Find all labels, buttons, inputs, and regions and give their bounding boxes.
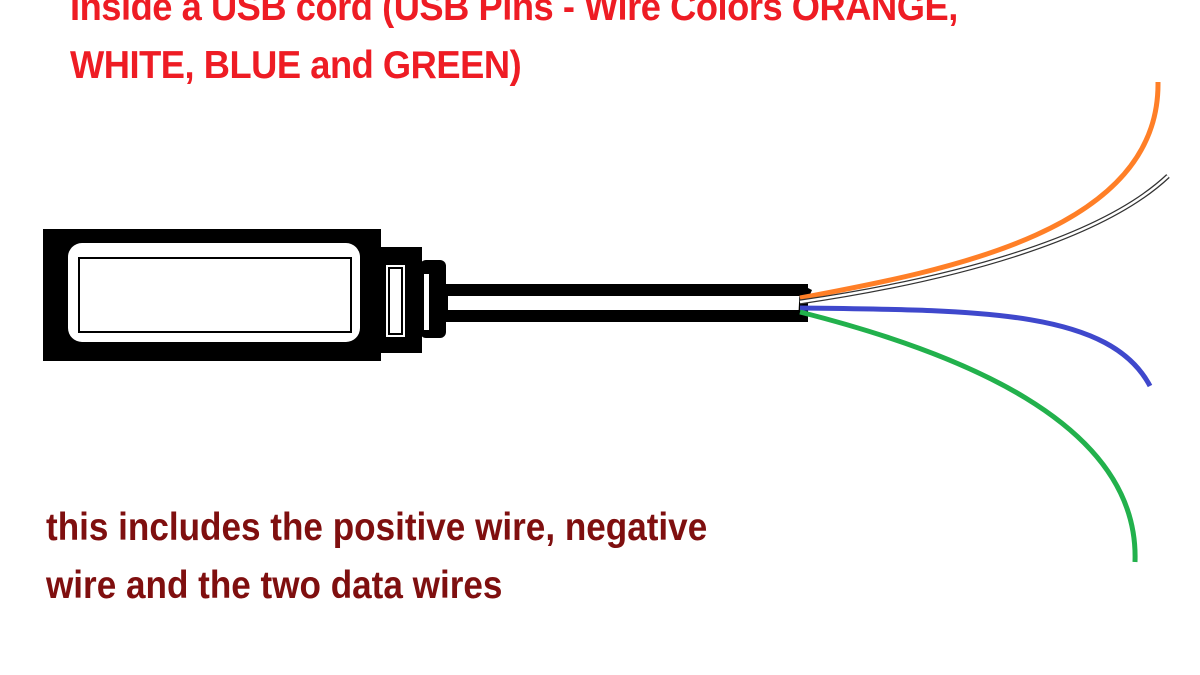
- white-wire-core: [799, 175, 1169, 304]
- title-line-2: WHITE, BLUE and GREEN): [70, 44, 522, 87]
- orange-wire: [799, 81, 1161, 301]
- usb-plug: [43, 229, 446, 361]
- blue-wire: [799, 305, 1153, 388]
- title-line-1: Inside a USB cord (USB Pins - Wire Color…: [70, 0, 958, 29]
- cable: [444, 284, 812, 322]
- white-wire: [799, 174, 1170, 305]
- note-line-2: wire and the two data wires: [46, 564, 503, 607]
- note-line-1: this includes the positive wire, negativ…: [46, 506, 708, 549]
- green-wire: [799, 309, 1138, 563]
